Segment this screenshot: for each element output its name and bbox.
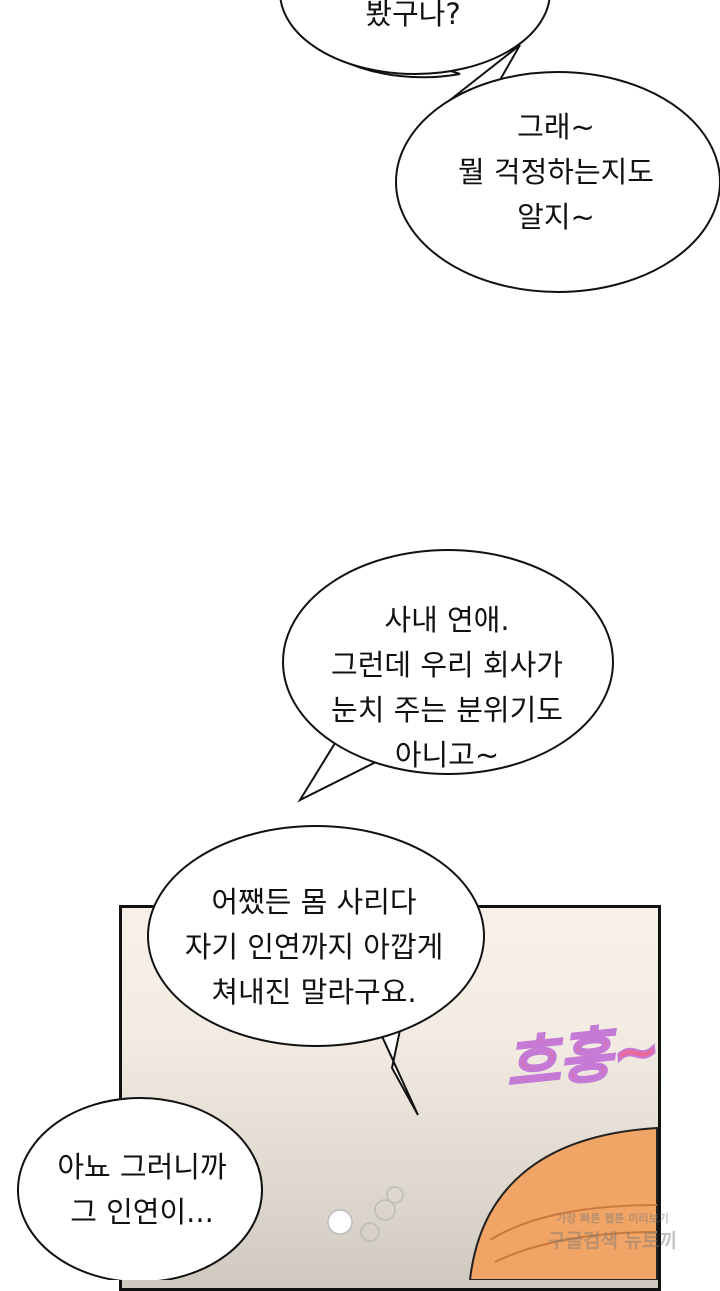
bubble-line: 뭘 걱정하는지도: [458, 155, 654, 189]
bubble-line: 자기 인연까지 아깝게: [184, 930, 444, 964]
watermark-line2: 구글검색 뉴토끼: [548, 1230, 677, 1252]
bubble-1-text: 봤구나?: [365, 0, 460, 37]
watermark-line1: 가장 빠른 웹툰 미리보기: [556, 1212, 669, 1225]
bubble-line: 그런데 우리 회사가: [331, 648, 563, 682]
watermark: 가장 빠른 웹툰 미리보기 구글검색 뉴토끼: [548, 1210, 677, 1253]
bubble-line: 알지~: [517, 200, 595, 234]
bubble-line: 사내 연애.: [384, 603, 510, 637]
bubble-line: 봤구나?: [365, 0, 461, 31]
bubble-line: 그 인연이...: [70, 1195, 214, 1229]
speech-bubble-2: [395, 44, 720, 293]
sound-effect: 흐흥~: [501, 1014, 665, 1100]
bubble-5-text: 아뇨 그러니까 그 인연이...: [57, 1145, 226, 1235]
bubble-line: 쳐내진 말라구요.: [211, 975, 417, 1009]
speech-bubble-5: [17, 1097, 263, 1280]
speech-bubble-1: [279, 0, 551, 79]
bubble-line: 눈치 주는 분위기도: [331, 693, 563, 727]
speech-bubble-4: [147, 825, 485, 1116]
bubble-line: 어쨌든 몸 사리다: [211, 885, 417, 919]
bubble-line: 그래~: [517, 110, 595, 144]
bubble-line: 아뇨 그러니까: [57, 1150, 227, 1184]
bubble-4-text: 어쨌든 몸 사리다 자기 인연까지 아깝게 쳐내진 말라구요.: [185, 880, 444, 1015]
bubble-3-text: 사내 연애. 그런데 우리 회사가 눈치 주는 분위기도 아니고~: [331, 598, 563, 778]
character-hair: [468, 1126, 658, 1280]
bubble-line: 아니고~: [394, 738, 500, 772]
speech-bubble-3: [282, 549, 614, 803]
bubble-2-text: 그래~ 뭘 걱정하는지도 알지~: [458, 105, 654, 240]
flower-decorations: [327, 1186, 404, 1242]
